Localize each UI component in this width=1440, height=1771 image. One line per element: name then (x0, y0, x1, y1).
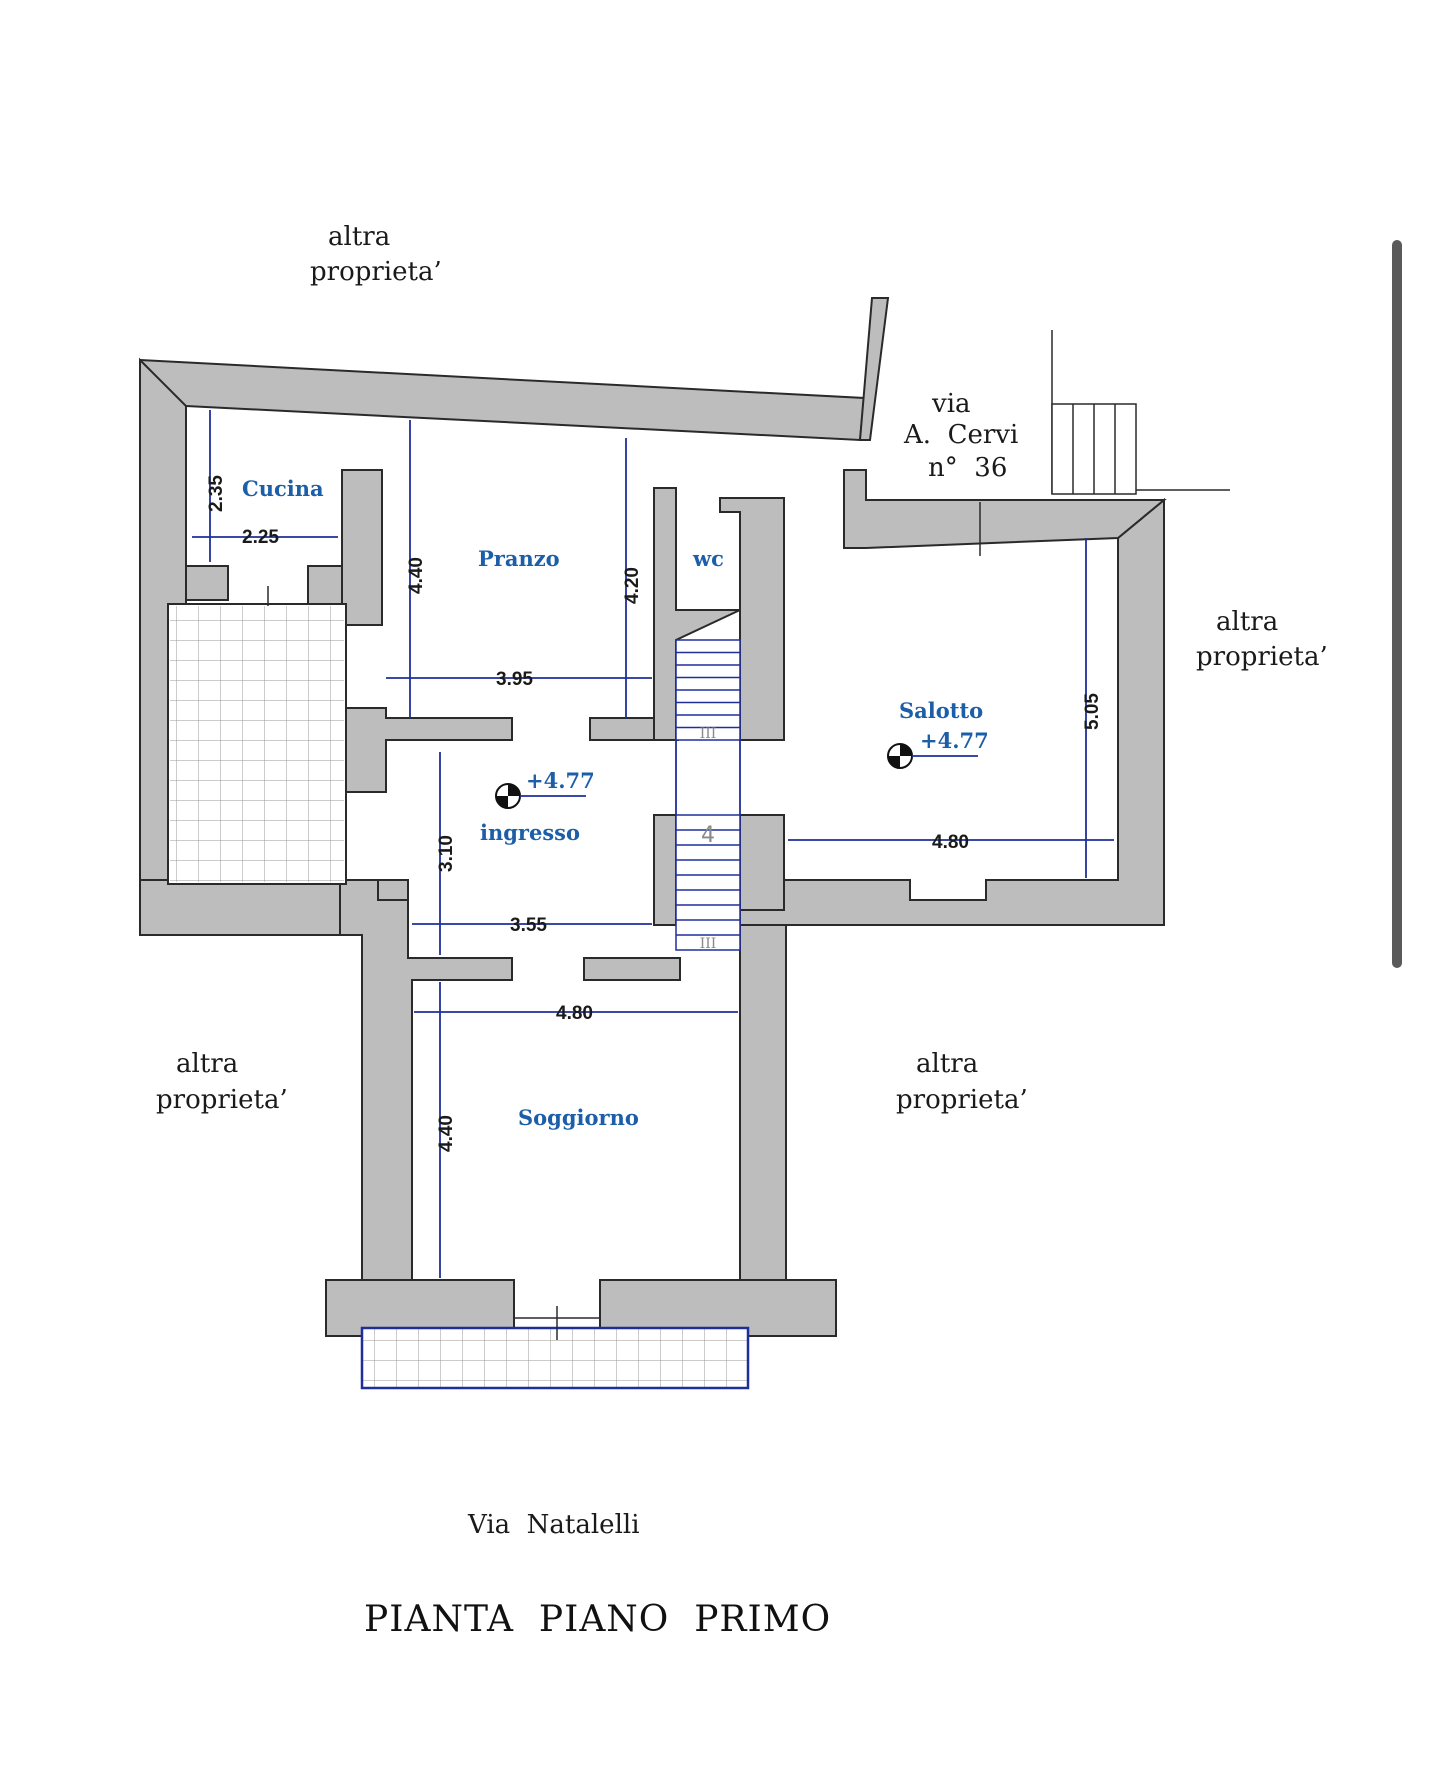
dim-pranzo-height: 4.40 (406, 557, 427, 594)
dim-cucina-width: 2.25 (242, 527, 279, 548)
wall-street-corner (858, 297, 890, 441)
dim-cucina-height: 2.35 (206, 475, 227, 512)
stair-number: 4 (701, 823, 715, 848)
room-ingresso: ingresso (480, 820, 580, 845)
wall-cucina-stub-left (185, 565, 229, 601)
dimension-lines (192, 410, 1114, 1278)
room-wc: wc (692, 546, 724, 571)
stair-steps (676, 651, 740, 936)
neighbor-top-left-line2: proprieta’ (310, 257, 442, 287)
wall-ingresso-pillar (339, 707, 513, 793)
neighbor-bottom-left-line1: altra (176, 1049, 238, 1079)
dim-salotto-height: 5.05 (1082, 693, 1103, 730)
level-marker-salotto (887, 743, 978, 769)
room-cucina: Cucina (242, 476, 324, 501)
wall-ingresso-left (339, 879, 513, 1291)
neighbor-bottom-right-line1: altra (916, 1049, 978, 1079)
dim-salotto-width: 4.80 (932, 832, 969, 853)
street-cervi-line3: n° 36 (928, 453, 1007, 483)
dim-soggiorno-height: 4.40 (436, 1115, 457, 1152)
street-cervi-line1: via (931, 389, 971, 419)
exterior-lines (979, 330, 1230, 556)
dim-ingresso-width: 3.55 (510, 915, 547, 936)
stair-lower-mark: III (700, 936, 717, 952)
dim-ingresso-height: 3.10 (436, 835, 457, 872)
level-ingresso: +4.77 (526, 768, 595, 793)
cucina-terrace-fill (170, 606, 344, 882)
staircase (675, 639, 741, 951)
wall-soggiorno-right (739, 924, 787, 1291)
soggiorno-balcony (360, 1326, 750, 1390)
wall-soggiorno-bottom-right (599, 1279, 837, 1337)
room-salotto: Salotto (899, 698, 983, 723)
wall-stair-lower-right (739, 814, 785, 911)
dim-pranzo-width: 3.95 (496, 669, 533, 690)
room-pranzo: Pranzo (478, 546, 560, 571)
scrollbar-thumb[interactable] (1392, 240, 1402, 968)
street-cervi-line2: A. Cervi (903, 420, 1018, 450)
neighbor-right-line2: proprieta’ (1196, 642, 1328, 672)
wall-soggiorno-bottom-left (325, 1279, 515, 1337)
neighbor-bottom-left-line2: proprieta’ (156, 1085, 288, 1115)
wall-top (139, 358, 866, 442)
dim-wc-height: 4.20 (622, 567, 643, 604)
neighbor-bottom-right-line2: proprieta’ (896, 1085, 1028, 1115)
wall-salotto-top (843, 469, 1167, 549)
neighbor-right-line1: altra (1216, 607, 1278, 637)
plan-title: PIANTA PIANO PRIMO (364, 1599, 831, 1640)
room-soggiorno: Soggiorno (518, 1105, 639, 1130)
neighbor-top-left-line1: altra (328, 222, 390, 252)
wall-ingresso-bottom-right (583, 957, 681, 981)
wall-stair-lower-left (653, 814, 677, 926)
stair-upper-mark: III (700, 726, 717, 742)
wall-cucina-pranzo (341, 469, 383, 626)
street-natalelli: Via Natalelli (467, 1510, 640, 1540)
level-marker-ingresso (495, 783, 586, 809)
dim-soggiorno-width: 4.80 (556, 1003, 593, 1024)
level-salotto: +4.77 (920, 728, 989, 753)
